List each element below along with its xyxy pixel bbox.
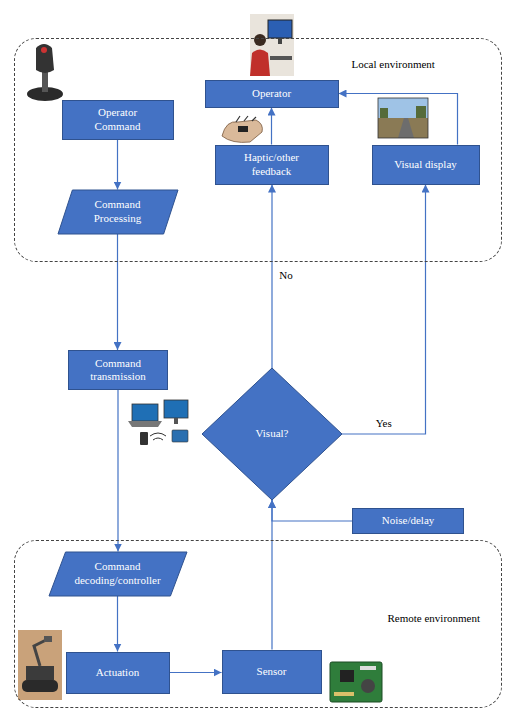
process-box: Haptic/other feedback (215, 145, 329, 185)
flow-arrow (271, 500, 272, 650)
process-box: Operator (205, 80, 339, 108)
node-text: Haptic/other feedback (232, 151, 312, 177)
process-box: Sensor (222, 650, 322, 694)
flow-arrow (339, 94, 458, 145)
environment-region: Command decoding/controllerActuation Sens… (14, 540, 502, 708)
flow-arrow (342, 185, 426, 435)
flow-arrow (271, 185, 272, 369)
haptic-glove-icon (222, 116, 262, 142)
environment-region: OperatorOperator CommandCommand Processi… (14, 38, 502, 262)
sensor-board-photo (330, 662, 382, 702)
operator-photo (250, 14, 294, 76)
network-devices-icon (128, 400, 188, 445)
node-text: Operator Command (83, 106, 153, 132)
flow-arrow (271, 108, 272, 145)
node-text: Command transmission (78, 357, 158, 383)
flow-arrow (170, 672, 222, 673)
node-text: Command Processing (83, 198, 153, 224)
io-parallelogram: Command decoding/controller (49, 552, 187, 596)
flow-arrow (117, 596, 118, 652)
shape-fill (202, 368, 342, 500)
process-box: Operator Command (62, 100, 174, 140)
shape-fill (58, 190, 178, 234)
node-text: Sensor (257, 665, 287, 678)
io-parallelogram: Command Processing (58, 190, 178, 234)
process-box: Noise/delay (352, 508, 464, 534)
process-box: Visual display (372, 145, 480, 185)
edge-label: Yes (374, 417, 394, 430)
node-text: Command decoding/controller (68, 560, 168, 586)
flow-arrow (272, 500, 352, 521)
process-box: Actuation (66, 652, 170, 694)
visual-display-image (378, 98, 428, 138)
node-text: Actuation (96, 666, 139, 679)
joystick-icon (27, 44, 63, 101)
decision-diamond: Visual? (202, 368, 342, 500)
node-text: Visual display (394, 158, 457, 171)
shape-fill (49, 552, 187, 596)
region-label: Remote environment (388, 612, 481, 625)
process-box: Command transmission (68, 350, 168, 390)
flow-arrow (117, 140, 118, 190)
flow-arrow (117, 234, 118, 351)
node-text: Noise/delay (382, 514, 435, 527)
region-label: Local environment (352, 58, 435, 71)
flow-arrow (117, 390, 118, 552)
node-text: Visual? (256, 427, 289, 440)
node-text: Operator (252, 87, 291, 100)
robot-photo (18, 630, 62, 700)
edge-label: No (277, 270, 294, 283)
